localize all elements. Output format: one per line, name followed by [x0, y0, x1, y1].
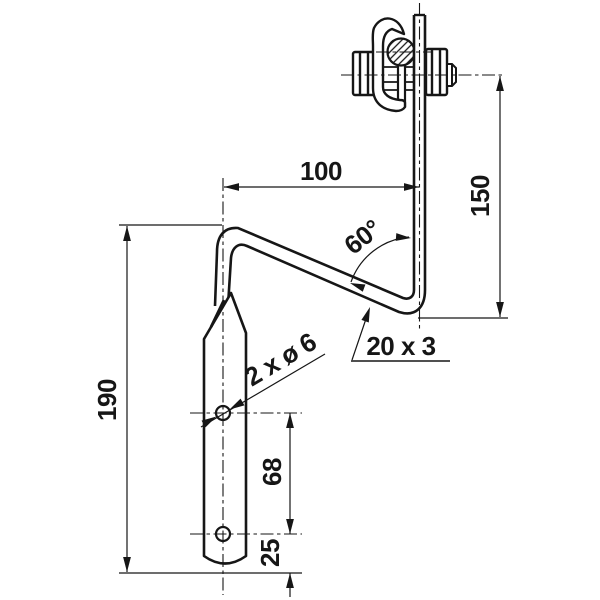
- clamp-strap-hook: [371, 17, 407, 113]
- blade: [202, 291, 248, 565]
- dim-label-190: 190: [92, 379, 122, 421]
- dim-label-60deg: 60°: [338, 213, 386, 260]
- dim-label-150: 150: [465, 175, 495, 217]
- dim-hole-spacing: 68: [257, 413, 294, 534]
- dim-label-20x3: 20 x 3: [366, 331, 435, 361]
- dim-label-25: 25: [255, 539, 285, 567]
- callout-bar-section: 20 x 3: [351, 305, 450, 362]
- clamp-strap-rear-limb: [396, 63, 407, 107]
- dim-blade-height: 190: [92, 224, 302, 574]
- dim-bottom-hole-offset: 25: [255, 539, 294, 597]
- dim-label-68: 68: [257, 458, 287, 486]
- dim-label-100: 100: [300, 156, 342, 186]
- dim-right-height: 150: [418, 76, 508, 319]
- blade-chamfer-edge: [209, 299, 226, 328]
- hex-nut: [424, 47, 449, 97]
- dim-top-width: 100: [224, 156, 419, 191]
- centerlines: [190, 3, 505, 595]
- dim-label-2xd6: 2 x ø 6: [239, 326, 321, 392]
